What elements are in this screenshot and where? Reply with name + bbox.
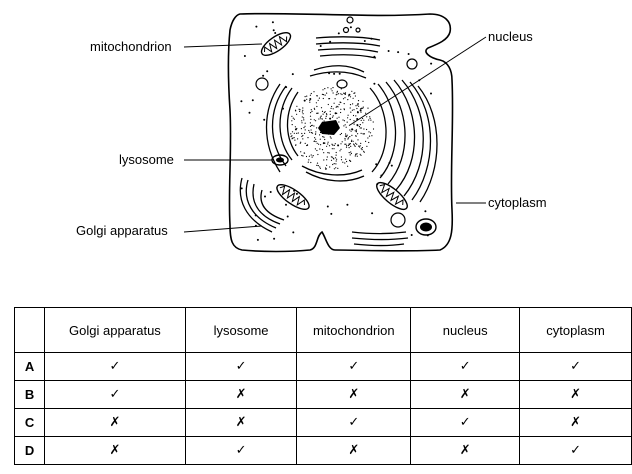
mark-cell: ✗ xyxy=(410,436,521,465)
col-header: Golgi apparatus xyxy=(44,307,186,353)
mark-cell: ✗ xyxy=(296,380,412,409)
golgi-bottom-right xyxy=(351,231,409,247)
mark-cell: ✓ xyxy=(184,436,298,465)
table-row: B ✓ ✗ ✗ ✗ ✗ xyxy=(13,380,632,409)
row-label: D xyxy=(13,436,46,465)
vesicles xyxy=(255,16,418,228)
mitochondrion-left xyxy=(276,183,310,211)
label-cytoplasm: cytoplasm xyxy=(488,195,547,210)
mark-cell: ✗ xyxy=(296,436,412,465)
col-header: mitochondrion xyxy=(296,307,412,353)
golgi-bottom-left xyxy=(239,177,285,233)
mark-cell: ✓ xyxy=(184,352,298,381)
leader-lines xyxy=(183,36,487,233)
mark-cell: ✓ xyxy=(519,352,632,381)
endoplasmic-reticulum xyxy=(265,65,438,203)
mark-cell: ✓ xyxy=(296,408,412,437)
col-header: nucleus xyxy=(410,307,521,353)
mark-cell: ✓ xyxy=(44,380,186,409)
answer-table: Golgi apparatus lysosome mitochondrion n… xyxy=(13,307,632,465)
label-mitochondrion: mitochondrion xyxy=(90,39,172,54)
corner-cell xyxy=(13,307,46,353)
mark-cell: ✗ xyxy=(519,408,632,437)
mark-cell: ✗ xyxy=(44,408,186,437)
col-header: lysosome xyxy=(184,307,298,353)
label-nucleus: nucleus xyxy=(488,29,533,44)
mark-cell: ✗ xyxy=(184,380,298,409)
mark-cell: ✓ xyxy=(410,408,521,437)
mark-cell: ✓ xyxy=(44,352,186,381)
header-row: Golgi apparatus lysosome mitochondrion n… xyxy=(13,307,632,353)
mark-cell: ✗ xyxy=(410,380,521,409)
col-header: cytoplasm xyxy=(519,307,632,353)
row-label: A xyxy=(13,352,46,381)
lysosome-right xyxy=(415,218,437,236)
table-row: A ✓ ✓ ✓ ✓ ✓ xyxy=(13,352,632,381)
label-golgi-apparatus: Golgi apparatus xyxy=(76,223,168,238)
mark-cell: ✗ xyxy=(519,380,632,409)
label-lysosome: lysosome xyxy=(119,152,174,167)
mitochondrion-top xyxy=(260,31,292,57)
table-row: C ✗ ✗ ✓ ✓ ✗ xyxy=(13,408,632,437)
mark-cell: ✗ xyxy=(184,408,298,437)
table-row: D ✗ ✓ ✗ ✗ ✓ xyxy=(13,436,632,465)
mark-cell: ✓ xyxy=(296,352,412,381)
row-label: B xyxy=(13,380,46,409)
cell-diagram xyxy=(183,12,487,253)
cytoplasm-dots xyxy=(240,21,433,241)
nucleolus xyxy=(318,120,340,135)
cell-membrane xyxy=(227,12,454,253)
mark-cell: ✗ xyxy=(44,436,186,465)
row-label: C xyxy=(13,408,46,437)
mark-cell: ✓ xyxy=(410,352,521,381)
mitochondrion-right xyxy=(376,181,408,211)
mark-cell: ✓ xyxy=(519,436,632,465)
golgi-top xyxy=(315,36,381,59)
